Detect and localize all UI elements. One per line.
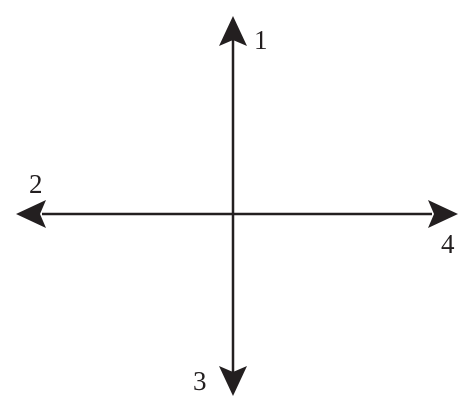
left-arrowhead-icon <box>16 200 46 228</box>
right-arrowhead-icon <box>428 200 458 228</box>
label-down: 3 <box>193 366 207 396</box>
label-up: 1 <box>254 25 268 55</box>
label-right: 4 <box>441 229 455 259</box>
down-arrowhead-icon <box>219 366 247 396</box>
up-arrowhead-icon <box>219 16 247 46</box>
label-left: 2 <box>29 169 43 199</box>
